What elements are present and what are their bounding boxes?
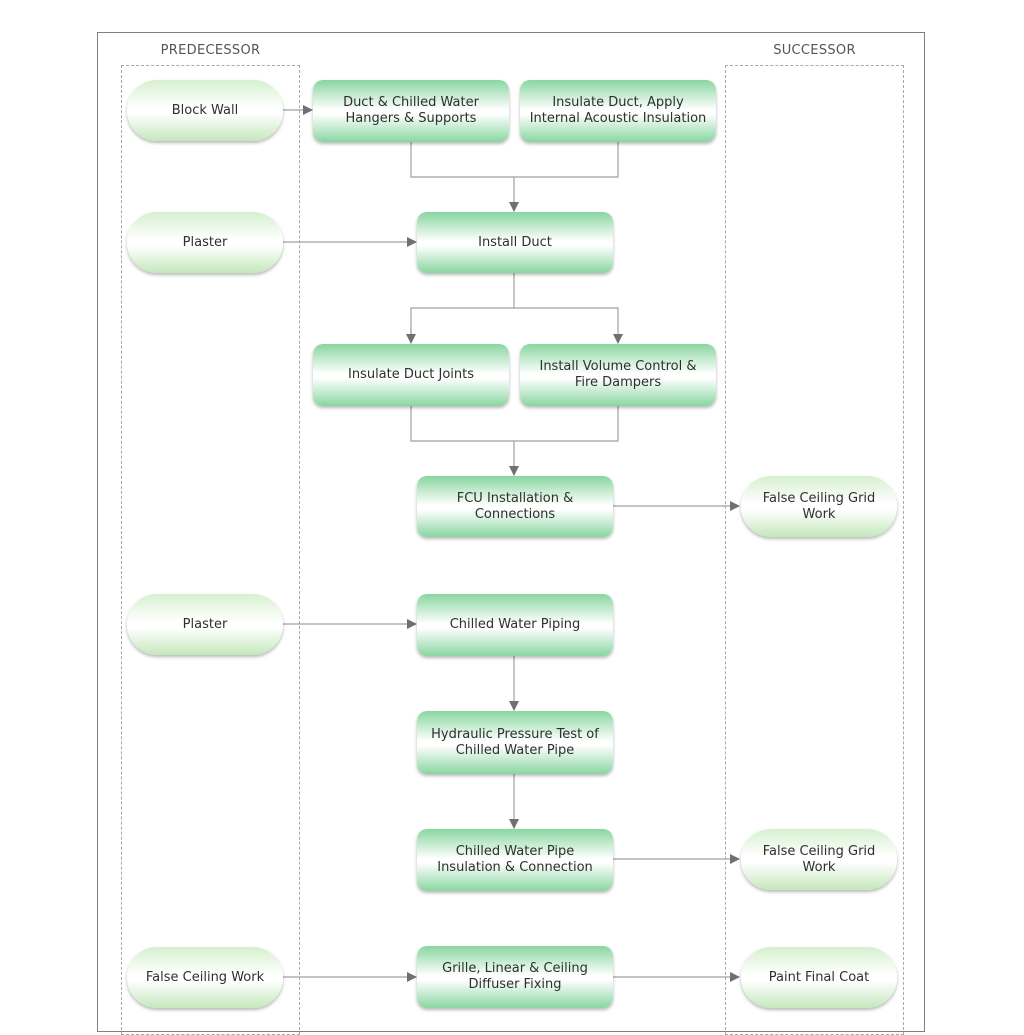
predecessor-false-ceiling-work: False Ceiling Work xyxy=(127,947,283,1008)
task-hydraulic-pressure-test: Hydraulic Pressure Test of Chilled Water… xyxy=(417,711,613,774)
task-install-duct: Install Duct xyxy=(417,212,613,273)
successor-false-ceiling-grid: False Ceiling Grid Work xyxy=(741,829,897,890)
successor-false-ceiling-grid: False Ceiling Grid Work xyxy=(741,476,897,537)
successor-lane-title: SUCCESSOR xyxy=(773,43,856,58)
predecessor-block-wall: Block Wall xyxy=(127,80,283,141)
connector-mid-merge xyxy=(410,406,619,442)
predecessor-plaster: Plaster xyxy=(127,212,283,273)
connector-install-duct-split-right xyxy=(514,307,623,344)
task-hangers-supports: Duct & Chilled Water Hangers & Supports xyxy=(313,80,509,142)
task-volume-fire-dampers: Install Volume Control & Fire Dampers xyxy=(520,344,716,406)
task-chilled-water-piping: Chilled Water Piping xyxy=(417,594,613,656)
predecessor-plaster: Plaster xyxy=(127,594,283,655)
connector-top-merge xyxy=(410,142,619,178)
connector-install-duct-split xyxy=(410,273,515,343)
task-diffuser-fixing: Grille, Linear & Ceiling Diffuser Fixing xyxy=(417,946,613,1008)
task-insulate-duct: Insulate Duct, Apply Internal Acoustic I… xyxy=(520,80,716,142)
successor-paint-final-coat: Paint Final Coat xyxy=(741,947,897,1008)
task-insulate-duct-joints: Insulate Duct Joints xyxy=(313,344,509,406)
task-pipe-insulation: Chilled Water Pipe Insulation & Connecti… xyxy=(417,829,613,891)
task-fcu-installation: FCU Installation & Connections xyxy=(417,476,613,537)
predecessor-lane-title: PREDECESSOR xyxy=(160,43,261,58)
